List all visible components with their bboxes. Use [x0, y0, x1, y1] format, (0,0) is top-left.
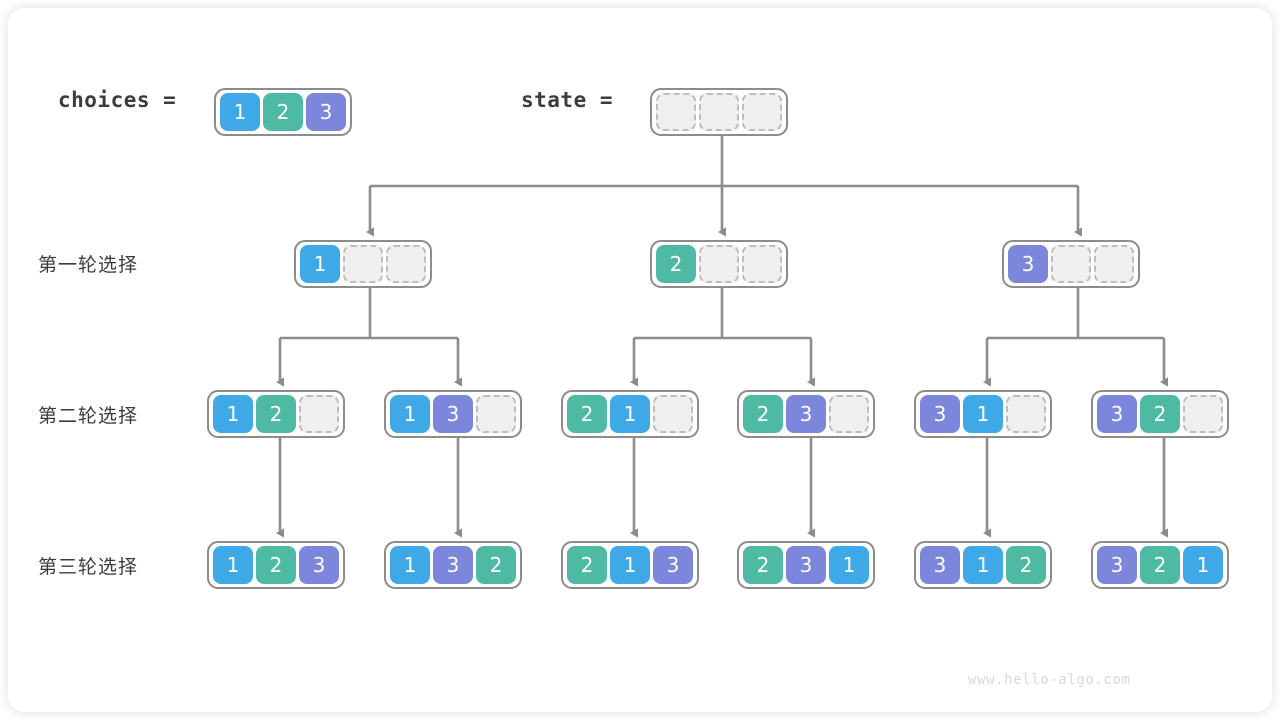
round-2-node-4-cell-3 — [829, 395, 869, 433]
state-array[interactable] — [650, 88, 788, 136]
round-3-node-2-cell-3: 2 — [476, 546, 516, 584]
round-3-node-1-cell-3: 3 — [299, 546, 339, 584]
round-1-node-3-cell-1: 3 — [1008, 245, 1048, 283]
round-3-node-4-cell-3: 1 — [829, 546, 869, 584]
round-1-node-1[interactable]: 1 — [294, 240, 432, 288]
round-3-node-2-cell-2: 3 — [433, 546, 473, 584]
state-array-cell-3 — [742, 93, 782, 131]
choices-label: choices = — [58, 88, 177, 112]
round-3-node-5-cell-1: 3 — [920, 546, 960, 584]
round-2-node-5-cell-2: 1 — [963, 395, 1003, 433]
round-1-node-3-cell-2 — [1051, 245, 1091, 283]
diagram-card — [8, 8, 1272, 712]
round-3-node-5-cell-2: 1 — [963, 546, 1003, 584]
row-label-round-2: 第二轮选择 — [38, 405, 139, 427]
round-2-node-2-cell-2: 3 — [433, 395, 473, 433]
round-2-node-1-cell-2: 2 — [256, 395, 296, 433]
round-2-node-1-cell-1: 1 — [213, 395, 253, 433]
round-2-node-6-cell-3 — [1183, 395, 1223, 433]
round-2-node-5-cell-3 — [1006, 395, 1046, 433]
round-3-node-6-cell-1: 3 — [1097, 546, 1137, 584]
choices-array-cell-3: 3 — [306, 93, 346, 131]
round-3-node-6-cell-3: 1 — [1183, 546, 1223, 584]
round-2-node-3-cell-2: 1 — [610, 395, 650, 433]
round-1-node-2-cell-3 — [742, 245, 782, 283]
round-3-node-5-cell-3: 2 — [1006, 546, 1046, 584]
round-2-node-5-cell-1: 3 — [920, 395, 960, 433]
round-2-node-2-cell-1: 1 — [390, 395, 430, 433]
round-2-node-4-cell-1: 2 — [743, 395, 783, 433]
round-2-node-3-cell-3 — [653, 395, 693, 433]
row-label-round-3: 第三轮选择 — [38, 556, 139, 578]
round-1-node-1-cell-1: 1 — [300, 245, 340, 283]
round-3-node-4-cell-1: 2 — [743, 546, 783, 584]
round-2-node-1-cell-3 — [299, 395, 339, 433]
round-2-node-6-cell-2: 2 — [1140, 395, 1180, 433]
round-3-node-1-cell-2: 2 — [256, 546, 296, 584]
row-label-round-1: 第一轮选择 — [38, 254, 139, 276]
round-3-node-6-cell-2: 2 — [1140, 546, 1180, 584]
round-1-node-2[interactable]: 2 — [650, 240, 788, 288]
round-3-node-4-cell-2: 3 — [786, 546, 826, 584]
round-3-node-3-cell-2: 1 — [610, 546, 650, 584]
round-2-node-2-cell-3 — [476, 395, 516, 433]
round-3-node-1-cell-1: 1 — [213, 546, 253, 584]
round-1-node-2-cell-2 — [699, 245, 739, 283]
round-3-node-3-cell-3: 3 — [653, 546, 693, 584]
round-2-node-4-cell-2: 3 — [786, 395, 826, 433]
round-2-node-6-cell-1: 3 — [1097, 395, 1137, 433]
round-1-node-3[interactable]: 3 — [1002, 240, 1140, 288]
round-1-node-3-cell-3 — [1094, 245, 1134, 283]
round-1-node-2-cell-1: 2 — [656, 245, 696, 283]
round-3-node-3-cell-1: 2 — [567, 546, 607, 584]
round-2-node-3-cell-1: 2 — [567, 395, 607, 433]
round-3-node-2-cell-1: 1 — [390, 546, 430, 584]
state-array-cell-2 — [699, 93, 739, 131]
watermark: www.hello-algo.com — [968, 672, 1131, 688]
round-1-node-1-cell-2 — [343, 245, 383, 283]
choices-array-cell-2: 2 — [263, 93, 303, 131]
state-array-cell-1 — [656, 93, 696, 131]
round-1-node-1-cell-3 — [386, 245, 426, 283]
choices-array-cell-1: 1 — [220, 93, 260, 131]
state-label: state = — [521, 88, 614, 112]
